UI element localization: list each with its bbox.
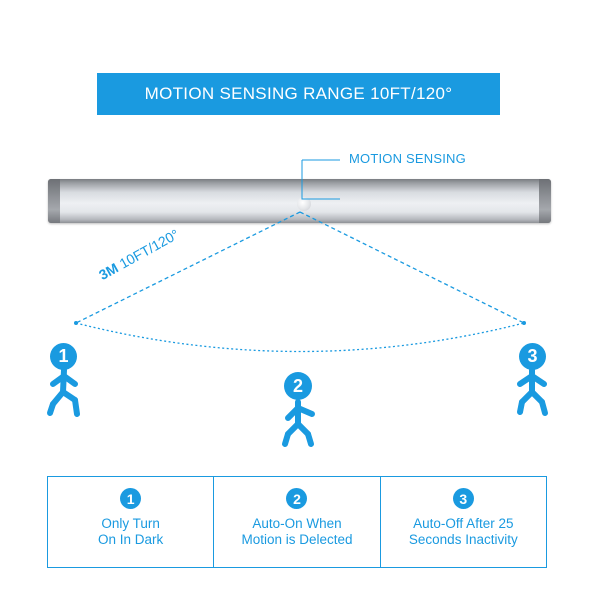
bar-right-cap [539,179,551,223]
person-1: 1 [45,340,95,420]
feature-line-2: Seconds Inactivity [408,532,518,547]
feature-line-1: Auto-On When [252,516,342,531]
range-right-end [522,321,526,325]
range-banner: MOTION SENSING RANGE 10FT/120° [97,73,500,115]
motion-sensor-lens [297,197,311,211]
walking-person-icon [517,367,548,416]
person-number-badge: 1 [50,343,77,370]
feature-description: Auto-Off After 25 Seconds Inactivity [409,516,518,548]
feature-description: Auto-On When Motion is Delected [241,516,352,548]
feature-number-badge: 3 [452,488,474,509]
bar-left-cap [48,179,60,223]
range-arc [75,322,525,353]
feature-box-3: 3 Auto-Off After 25 Seconds Inactivity [379,477,546,567]
feature-line-1: Auto-Off After 25 [413,516,514,531]
person-number-badge: 3 [519,343,546,370]
feature-boxes: 1 Only Turn On In Dark 2 Auto-On When Mo… [47,476,547,568]
motion-sensing-label: MOTION SENSING [349,151,466,166]
feature-line-1: Only Turn [101,516,160,531]
feature-line-2: On In Dark [98,532,164,547]
person-2: 2 [278,372,328,452]
person-number-badge: 2 [284,372,312,400]
feature-line-2: Motion is Delected [241,532,353,547]
feature-number-badge: 2 [286,488,308,509]
feature-box-1: 1 Only Turn On In Dark [48,477,213,567]
banner-title: MOTION SENSING RANGE 10FT/120° [144,84,453,103]
light-bar [48,179,551,223]
feature-description: Only Turn On In Dark [98,516,163,548]
range-right-line [299,211,525,324]
walking-person-icon [282,399,315,447]
person-3: 3 [510,340,560,420]
sensor-leader-line [301,160,340,200]
feature-box-2: 2 Auto-On When Motion is Delected [213,477,379,567]
feature-number-badge: 1 [120,488,142,509]
walking-person-icon [47,367,80,417]
range-left-end [74,321,78,325]
